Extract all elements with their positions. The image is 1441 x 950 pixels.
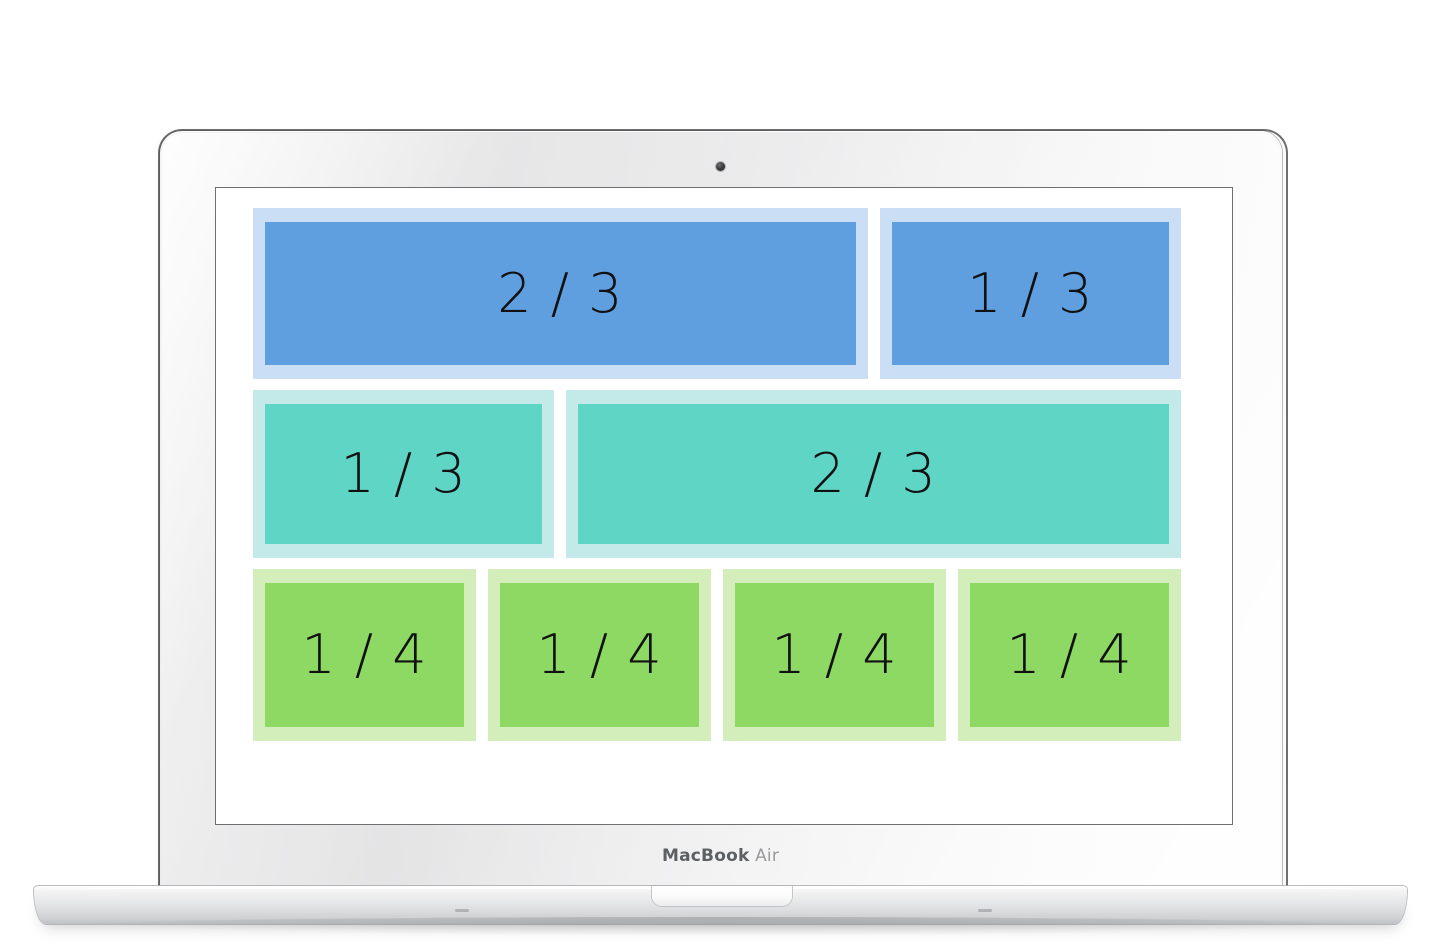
grid-cell-outer: 1 / 3: [253, 390, 555, 558]
grid-column-one-quarter[interactable]: 1 / 4: [717, 569, 952, 741]
base-vent-right: [978, 909, 992, 912]
grid-row-blue: 2 / 3 1 / 3: [247, 208, 1187, 379]
grid-cell-outer: 1 / 4: [253, 569, 476, 741]
base-vent-left: [455, 909, 469, 912]
grid-cell-label: 2 / 3: [578, 404, 1169, 544]
device-model-label: MacBook Air: [0, 846, 1441, 866]
grid-cell-outer: 1 / 4: [488, 569, 711, 741]
grid-cell-outer: 1 / 4: [958, 569, 1181, 741]
grid-column-one-quarter[interactable]: 1 / 4: [952, 569, 1187, 741]
grid-cell-outer: 2 / 3: [566, 390, 1181, 558]
grid-cell-label: 1 / 3: [265, 404, 543, 544]
device-drop-shadow: [60, 917, 1381, 935]
grid-cell-label: 1 / 3: [891, 222, 1169, 365]
grid-column-two-thirds[interactable]: 2 / 3: [247, 208, 874, 379]
grid-cell-label: 1 / 4: [970, 583, 1169, 727]
grid-column-two-thirds[interactable]: 2 / 3: [560, 390, 1187, 558]
grid-cell-outer: 1 / 3: [879, 208, 1181, 379]
grid-demo-page: 2 / 3 1 / 3 1 / 3 2 /: [216, 188, 1232, 824]
base-lid-notch: [652, 886, 792, 906]
grid-row-green: 1 / 4 1 / 4 1 / 4 1 / 4: [247, 569, 1187, 741]
device-model-text: Air: [755, 846, 780, 866]
grid-row-teal: 1 / 3 2 / 3: [247, 390, 1187, 558]
grid-cell-outer: 2 / 3: [253, 208, 868, 379]
grid-cell-label: 1 / 4: [735, 583, 934, 727]
grid-cell-label: 2 / 3: [265, 222, 856, 365]
grid-cell-label: 1 / 4: [265, 583, 464, 727]
grid-column-one-third[interactable]: 1 / 3: [874, 208, 1187, 379]
grid-column-one-third[interactable]: 1 / 3: [247, 390, 560, 558]
device-brand-text: MacBook: [661, 846, 750, 866]
grid-cell-label: 1 / 4: [500, 583, 699, 727]
grid-cell-outer: 1 / 4: [723, 569, 946, 741]
laptop-screen: 2 / 3 1 / 3 1 / 3 2 /: [216, 188, 1232, 824]
camera-dot-icon: [716, 162, 725, 171]
grid-column-one-quarter[interactable]: 1 / 4: [247, 569, 482, 741]
grid-column-one-quarter[interactable]: 1 / 4: [482, 569, 717, 741]
